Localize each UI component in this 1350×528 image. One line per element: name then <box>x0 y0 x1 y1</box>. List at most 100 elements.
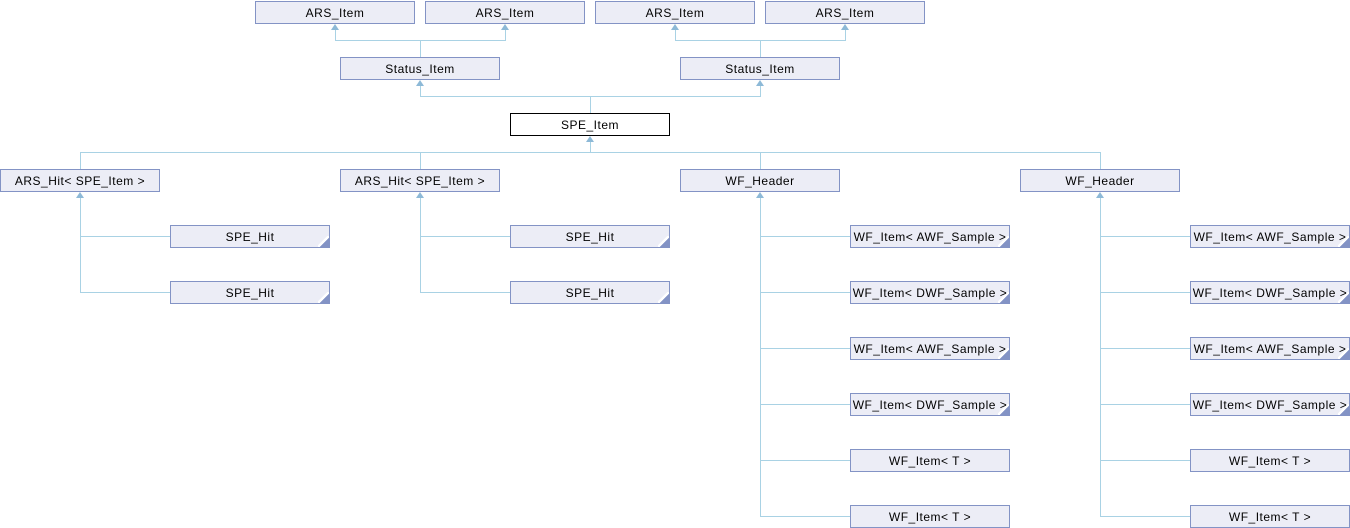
class-node-ars-hit-spe-item[interactable]: ARS_Hit< SPE_Item > <box>340 169 500 192</box>
class-node-status-item[interactable]: Status_Item <box>340 57 500 80</box>
arrow-up-icon <box>331 24 339 30</box>
class-node-spe-hit[interactable]: SPE_Hit <box>170 225 330 248</box>
arrow-up-icon <box>671 24 679 30</box>
class-node-spe-hit[interactable]: SPE_Hit <box>510 281 670 304</box>
arrow-up-icon <box>416 192 424 198</box>
truncated-corner-icon <box>1338 404 1349 415</box>
class-node-label: SPE_Item <box>560 117 620 132</box>
class-node-label: ARS_Item <box>815 5 875 20</box>
class-node-label: WF_Header <box>725 173 795 188</box>
edge-line <box>760 404 850 405</box>
class-node-wf-item-dwf-sample[interactable]: WF_Item< DWF_Sample > <box>850 281 1010 304</box>
edge-line <box>760 85 761 96</box>
truncated-corner-icon <box>998 404 1009 415</box>
class-node-wf-item-awf-sample[interactable]: WF_Item< AWF_Sample > <box>1190 337 1350 360</box>
class-node-label: SPE_Hit <box>565 229 615 244</box>
class-node-wf-header[interactable]: WF_Header <box>680 169 840 192</box>
edge-line <box>760 153 761 169</box>
class-node-label: WF_Item< AWF_Sample > <box>853 341 1007 356</box>
class-node-label: SPE_Hit <box>565 285 615 300</box>
class-node-label: Status_Item <box>725 61 795 76</box>
truncated-corner-icon <box>998 292 1009 303</box>
class-node-label: WF_Item< AWF_Sample > <box>853 229 1007 244</box>
edge-line <box>1100 460 1190 461</box>
edge-line <box>760 292 850 293</box>
arrow-up-icon <box>416 80 424 86</box>
class-node-label: ARS_Hit< SPE_Item > <box>354 173 486 188</box>
arrow-up-icon <box>756 192 764 198</box>
class-node-wf-item-t[interactable]: WF_Item< T > <box>850 449 1010 472</box>
edge-line <box>1100 516 1190 517</box>
class-node-status-item[interactable]: Status_Item <box>680 57 840 80</box>
edge-line <box>335 29 336 40</box>
truncated-corner-icon <box>318 292 329 303</box>
class-node-ars-item[interactable]: ARS_Item <box>765 1 925 24</box>
class-node-label: WF_Item< AWF_Sample > <box>1193 341 1347 356</box>
edge-line <box>845 29 846 40</box>
edge-line <box>80 236 170 237</box>
edge-line <box>1100 236 1190 237</box>
arrow-up-icon <box>586 136 594 142</box>
edge-line <box>590 141 591 152</box>
class-node-ars-item[interactable]: ARS_Item <box>425 1 585 24</box>
truncated-corner-icon <box>1338 236 1349 247</box>
class-node-label: ARS_Item <box>305 5 365 20</box>
truncated-corner-icon <box>318 236 329 247</box>
class-node-wf-item-awf-sample[interactable]: WF_Item< AWF_Sample > <box>1190 225 1350 248</box>
class-node-ars-item[interactable]: ARS_Item <box>255 1 415 24</box>
truncated-corner-icon <box>998 348 1009 359</box>
edge-line <box>590 97 591 113</box>
edge-line <box>760 236 850 237</box>
truncated-corner-icon <box>1338 348 1349 359</box>
class-node-spe-item: SPE_Item <box>510 113 670 136</box>
edge-line <box>1100 292 1190 293</box>
edge-line <box>760 460 850 461</box>
class-node-spe-hit[interactable]: SPE_Hit <box>170 281 330 304</box>
class-node-label: SPE_Hit <box>225 229 275 244</box>
edge-line <box>1100 197 1101 516</box>
truncated-corner-icon <box>998 236 1009 247</box>
class-node-wf-item-dwf-sample[interactable]: WF_Item< DWF_Sample > <box>850 393 1010 416</box>
class-node-label: SPE_Hit <box>225 285 275 300</box>
edge-line <box>675 29 676 40</box>
edge-line <box>420 153 421 169</box>
class-node-label: WF_Header <box>1065 173 1135 188</box>
edge-line <box>420 236 510 237</box>
edge-line <box>80 292 170 293</box>
class-node-spe-hit[interactable]: SPE_Hit <box>510 225 670 248</box>
class-node-label: ARS_Item <box>475 5 535 20</box>
class-node-ars-item[interactable]: ARS_Item <box>595 1 755 24</box>
class-node-wf-item-awf-sample[interactable]: WF_Item< AWF_Sample > <box>850 337 1010 360</box>
edge-line <box>760 197 761 516</box>
class-node-label: Status_Item <box>385 61 455 76</box>
class-node-label: WF_Item< DWF_Sample > <box>852 285 1008 300</box>
edge-line <box>1100 153 1101 169</box>
class-node-wf-item-dwf-sample[interactable]: WF_Item< DWF_Sample > <box>1190 281 1350 304</box>
edge-line <box>80 153 81 169</box>
class-node-wf-item-dwf-sample[interactable]: WF_Item< DWF_Sample > <box>1190 393 1350 416</box>
class-node-wf-header[interactable]: WF_Header <box>1020 169 1180 192</box>
class-node-wf-item-t[interactable]: WF_Item< T > <box>1190 505 1350 528</box>
class-node-label: ARS_Hit< SPE_Item > <box>14 173 146 188</box>
edge-line <box>420 197 421 292</box>
class-node-label: WF_Item< DWF_Sample > <box>1192 285 1348 300</box>
truncated-corner-icon <box>658 236 669 247</box>
class-node-wf-item-t[interactable]: WF_Item< T > <box>1190 449 1350 472</box>
arrow-up-icon <box>756 80 764 86</box>
edge-line <box>420 96 761 97</box>
class-node-label: WF_Item< T > <box>888 509 972 524</box>
class-node-label: WF_Item< T > <box>1228 509 1312 524</box>
class-node-label: WF_Item< AWF_Sample > <box>1193 229 1347 244</box>
truncated-corner-icon <box>658 292 669 303</box>
arrow-up-icon <box>1096 192 1104 198</box>
arrow-up-icon <box>501 24 509 30</box>
class-node-label: WF_Item< T > <box>1228 453 1312 468</box>
edge-line <box>420 41 421 57</box>
class-node-label: WF_Item< T > <box>888 453 972 468</box>
edge-line <box>80 152 1101 153</box>
class-node-wf-item-t[interactable]: WF_Item< T > <box>850 505 1010 528</box>
edge-line <box>80 197 81 292</box>
class-node-ars-hit-spe-item[interactable]: ARS_Hit< SPE_Item > <box>0 169 160 192</box>
class-node-wf-item-awf-sample[interactable]: WF_Item< AWF_Sample > <box>850 225 1010 248</box>
